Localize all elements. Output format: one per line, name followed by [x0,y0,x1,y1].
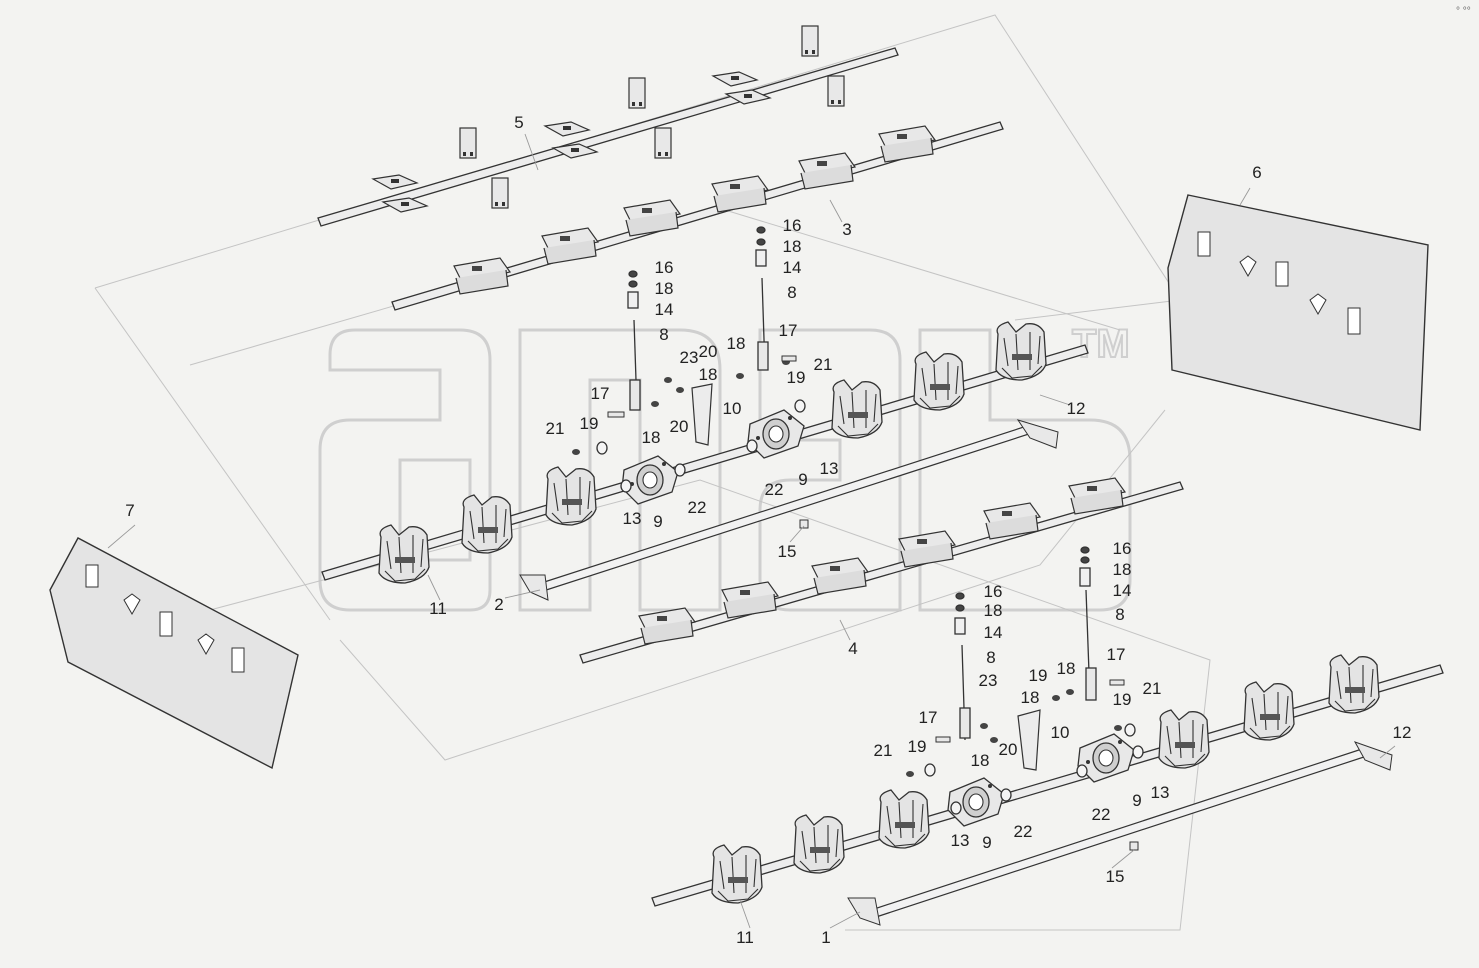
hardware [572,355,1144,851]
callout-c-13d: 13 [951,831,970,850]
side-panel-7 [49,537,299,770]
callout-c-22b: 22 [688,498,707,517]
callout-c-8c: 8 [1115,605,1124,624]
callout-c-22a: 22 [765,480,784,499]
callout-c-22c: 22 [1092,805,1111,824]
callout-c-20b: 20 [670,417,689,436]
callout-c-18c: 18 [727,334,746,353]
callout-c-9a: 9 [798,470,807,489]
callout-c-12a: 12 [1067,399,1086,418]
callout-c-8a: 8 [787,283,796,302]
callout-c-20c: 20 [999,740,1018,759]
callout-c-10b: 10 [1051,723,1070,742]
callout-c-17c: 17 [1107,645,1126,664]
callout-c-16b: 16 [655,258,674,277]
callout-c-18e: 18 [642,428,661,447]
callout-c-11a: 11 [429,599,447,618]
callout-c-13b: 13 [623,509,642,528]
callout-c-18h: 18 [1057,659,1076,678]
callout-c-19d: 19 [1113,690,1132,709]
callout-c-16c: 16 [1113,539,1132,558]
callout-c-17b: 17 [591,384,610,403]
brackets [691,383,1041,771]
callout-c-9d: 9 [982,833,991,852]
callout-c-8b: 8 [659,325,668,344]
callout-c-23b: 23 [979,671,998,690]
side-panel-6 [1167,194,1429,431]
callout-c-18g: 18 [984,601,1003,620]
callout-c-18b: 18 [655,279,674,298]
callout-c-17a: 17 [779,321,798,340]
rod-assemblies [627,226,1097,741]
callout-c-18a: 18 [783,237,802,256]
callout-c-15a: 15 [778,542,797,561]
callout-c-21b: 21 [546,419,565,438]
callout-c-14a: 14 [783,258,802,277]
callout-c-9c: 9 [1132,791,1141,810]
callout-c-19b: 19 [580,414,599,433]
callout-c-16a: 16 [783,216,802,235]
shaft-4 [579,477,1184,664]
callout-c-14c: 14 [1113,581,1132,600]
callout-c-6: 6 [1252,163,1261,182]
callout-c-22d: 22 [1014,822,1033,841]
callout-c-14d: 14 [984,623,1003,642]
callout-c-18j: 18 [971,751,990,770]
shaft-3 [391,121,1004,311]
corner-mark: ° °° [1456,6,1471,17]
callout-c-20a: 20 [699,342,718,361]
callout-c-1: 1 [821,928,830,947]
callout-c-15b: 15 [1106,867,1125,886]
callout-c-13c: 13 [1151,783,1170,802]
callout-c-13a: 13 [820,459,839,478]
callout-c-18f: 18 [1113,560,1132,579]
tine-shaft-lower [651,654,1444,907]
callout-c-18d: 18 [699,365,718,384]
tm-mark: TM [1072,322,1130,366]
callout-c-19e: 19 [908,737,927,756]
callout-c-8d: 8 [986,648,995,667]
leader-lines [107,133,1396,929]
callout-c-7: 7 [125,501,134,520]
callout-c-9b: 9 [653,512,662,531]
callout-c-18i: 18 [1021,688,1040,707]
callout-c-10a: 10 [723,399,742,418]
callout-c-11b: 11 [736,928,754,947]
callout-c-23a: 23 [680,348,699,367]
callout-c-21a: 21 [814,355,833,374]
bar-2 [519,419,1059,601]
callout-c-16d: 16 [984,582,1003,601]
callout-c-21d: 21 [874,741,893,760]
callout-c-2: 2 [494,595,503,614]
callout-c-17d: 17 [919,708,938,727]
callout-c-19c: 19 [1029,666,1048,685]
callout-c-19a: 19 [787,368,806,387]
callout-c-12b: 12 [1393,723,1412,742]
callout-c-4: 4 [848,639,857,658]
bar-1 [847,741,1393,926]
tine-shaft-upper [321,321,1089,584]
callout-c-3: 3 [842,220,851,239]
callout-c-5: 5 [514,113,523,132]
shaft-5 [317,25,899,227]
callout-c-21c: 21 [1143,679,1162,698]
callout-c-14b: 14 [655,300,674,319]
agb-watermark [318,328,1132,612]
